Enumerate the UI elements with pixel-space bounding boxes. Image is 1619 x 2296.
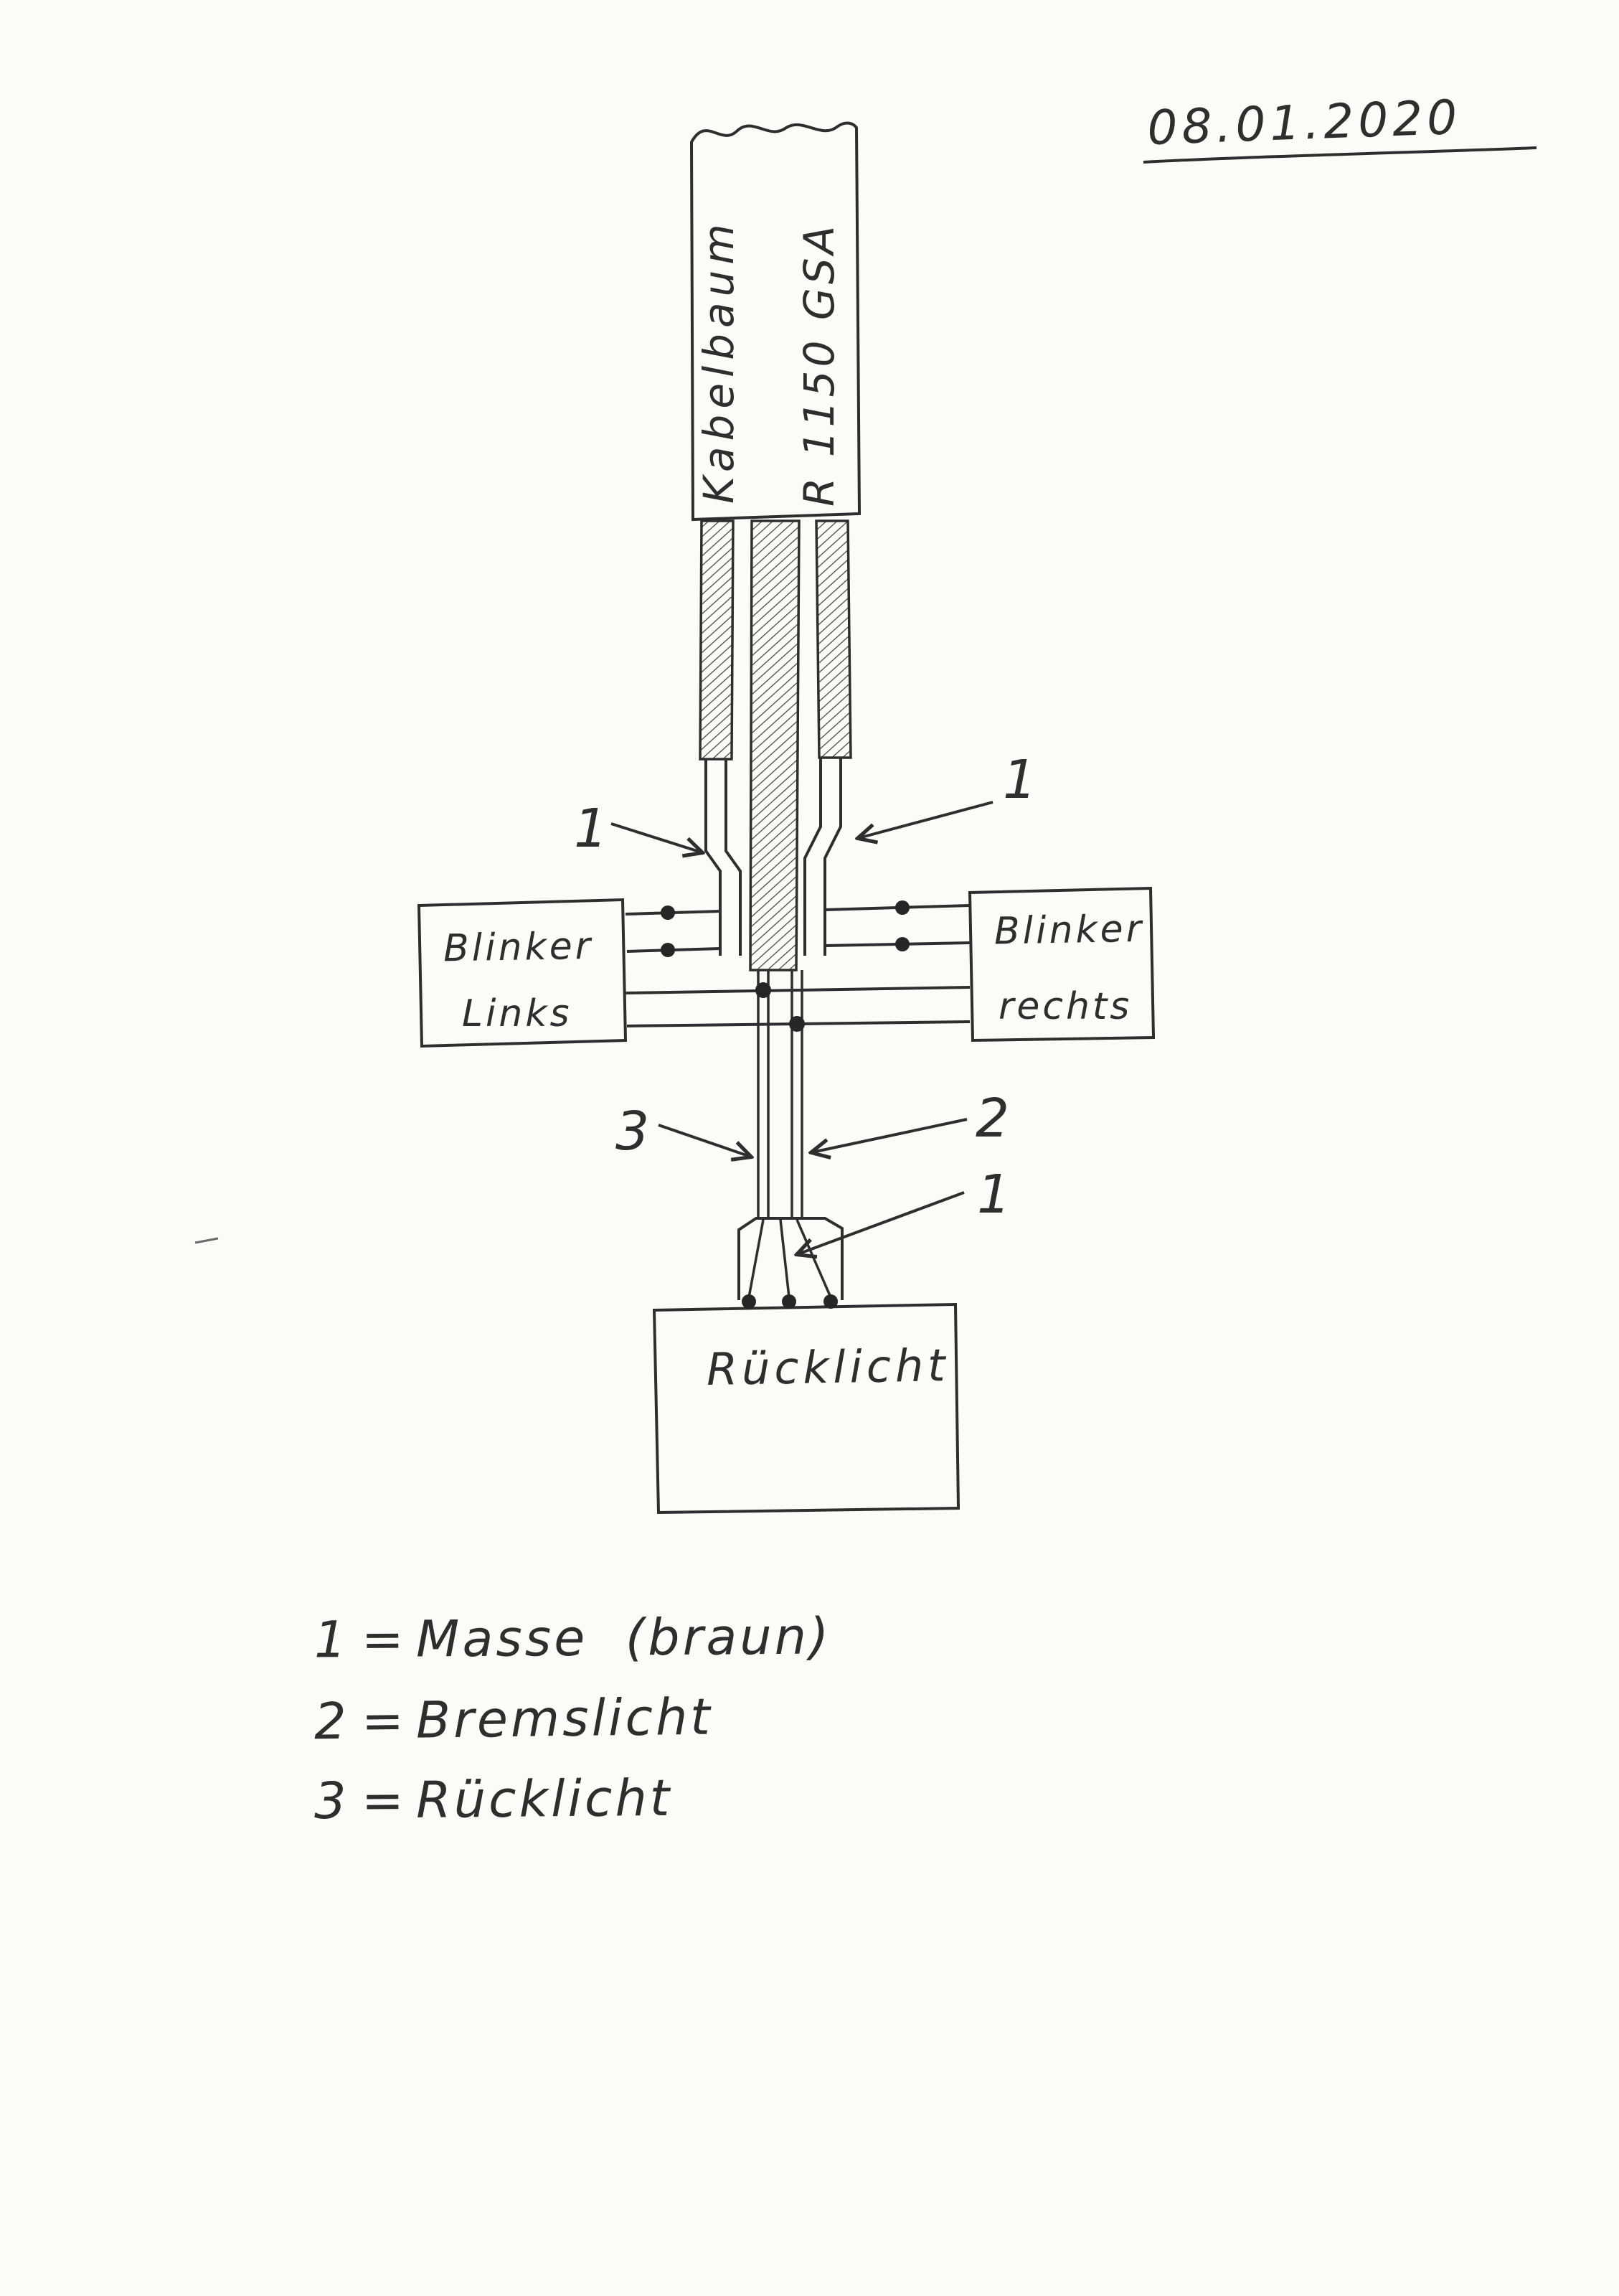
callout-right-1-arrow	[859, 801, 993, 838]
blinker-left-label-line1: Blinker	[443, 925, 594, 971]
junction-dot	[789, 1016, 805, 1032]
callout-lower-1-arrow	[798, 1191, 965, 1254]
legend-equals: =	[361, 1771, 405, 1830]
connector-wire-middle	[779, 1219, 790, 1298]
legend-label: Bremslicht	[415, 1687, 714, 1750]
callout-2-arrow	[812, 1118, 968, 1152]
junction-dot	[895, 900, 910, 915]
callout-left-1: 1	[574, 798, 608, 860]
date-underline	[1143, 146, 1537, 164]
callout-2: 2	[976, 1088, 1009, 1149]
blinker-left-box	[417, 898, 628, 1048]
harness-label-line2: R 1150 GSA	[795, 222, 844, 507]
harness-label-line1: Kabelbaum	[694, 218, 743, 504]
junction-dot	[755, 982, 771, 998]
legend-equals: =	[361, 1609, 404, 1670]
legend-label: Masse (braun)	[415, 1606, 832, 1669]
legend-key: 1	[313, 1610, 346, 1670]
terminal-dot	[742, 1294, 756, 1309]
wire-cross-lower1	[625, 986, 971, 994]
callout-left-1-arrow	[610, 822, 702, 852]
junction-dot	[661, 905, 675, 920]
connector-wire-left	[747, 1219, 765, 1298]
harness-box	[689, 121, 862, 522]
taillight-box	[652, 1302, 960, 1515]
legend-item-1: 1 = Masse (braun)	[314, 1606, 832, 1669]
callout-3: 3	[615, 1101, 649, 1162]
blinker-right-label-line1: Blinker	[993, 908, 1144, 954]
callout-lower-1: 1	[977, 1164, 1011, 1225]
taillight-connector-body	[737, 1217, 844, 1300]
legend-label: Rücklicht	[415, 1768, 673, 1830]
wire-left-outer	[704, 759, 722, 956]
callout-right-1: 1	[1003, 749, 1037, 811]
terminal-dot	[782, 1294, 796, 1309]
stray-pen-mark	[194, 1237, 219, 1244]
legend-equals: =	[361, 1690, 405, 1751]
blinker-left-label-line2: Links	[462, 992, 572, 1035]
cable-sleeve-center	[749, 519, 801, 971]
date-label: 08.01.2020	[1146, 90, 1462, 156]
terminal-dot	[823, 1294, 838, 1309]
junction-dot	[661, 943, 675, 957]
cable-sleeve-right	[815, 519, 852, 759]
legend-item-2: 2 = Bremslicht	[314, 1686, 832, 1751]
blinker-right-box	[968, 886, 1156, 1043]
wire-right-inner	[803, 758, 822, 956]
wire-left-inner	[724, 759, 742, 956]
legend-key: 2	[313, 1691, 347, 1751]
blinker-right-label-line2: rechts	[999, 985, 1132, 1028]
wire-right-outer	[823, 758, 842, 956]
taillight-label: Rücklicht	[706, 1339, 950, 1396]
cable-sleeve-left	[699, 519, 735, 761]
legend-item-3: 3 = Rücklicht	[314, 1767, 832, 1830]
connector-wire-right	[796, 1219, 832, 1298]
callout-3-arrow	[658, 1124, 750, 1157]
legend-key: 3	[313, 1771, 346, 1831]
legend: 1 = Masse (braun) 2 = Bremslicht 3 = Rüc…	[314, 1606, 832, 1830]
junction-dot	[895, 937, 910, 951]
